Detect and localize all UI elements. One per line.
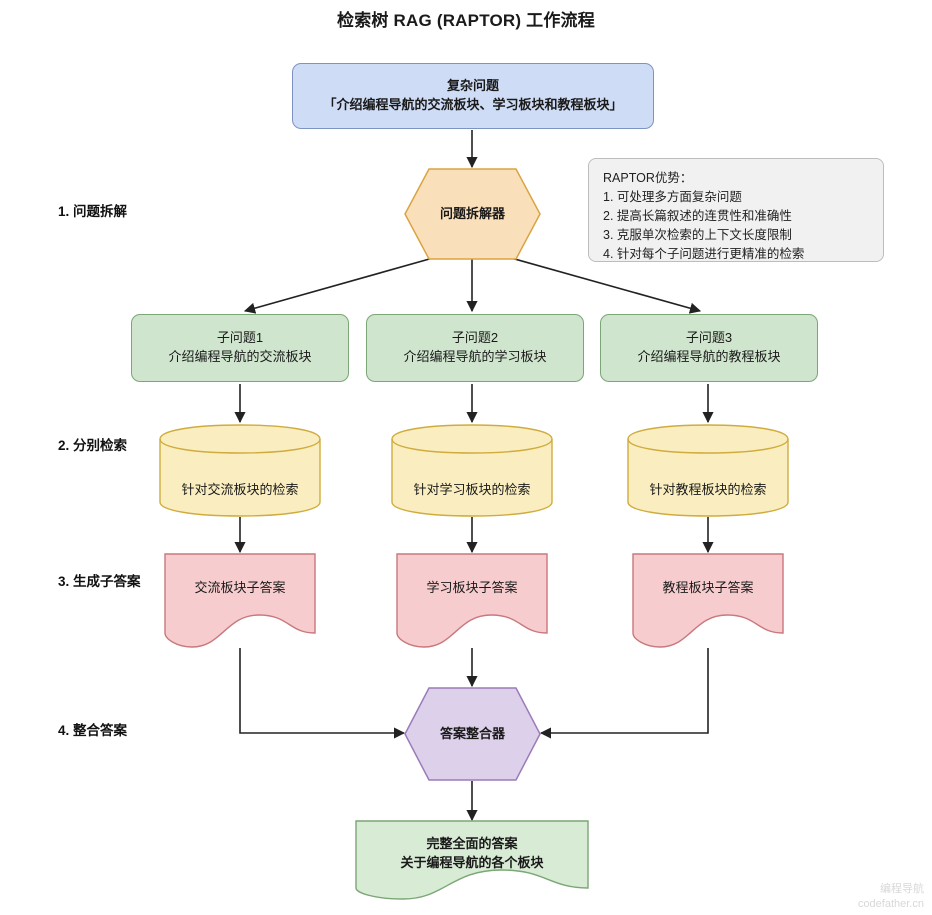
watermark: 编程导航 codefather.cn [858, 882, 924, 911]
node-merger[interactable]: 答案整合器 [404, 687, 541, 781]
watermark-line2: codefather.cn [857, 897, 924, 910]
retrieval-3-label: 针对教程板块的检索 [649, 482, 767, 498]
retrieval-2-label: 针对学习板块的检索 [413, 482, 531, 498]
edge-answer3-to-merger [539, 648, 709, 739]
node-decomposer[interactable]: 问题拆解器 [404, 168, 541, 260]
node-root-question[interactable]: 复杂问题 「介绍编程导航的交流板块、学习板块和教程板块」 [292, 63, 654, 129]
sub-answer-2-label: 学习板块子答案 [426, 580, 518, 595]
stage-label-2: 2. 分别检索 [58, 438, 128, 453]
final-answer-line2: 关于编程导航的各个板块 [400, 854, 544, 870]
node-retrieval-2[interactable]: 针对学习板块的检索 [390, 423, 554, 518]
node-sub-question-2[interactable]: 子问题2 介绍编程导航的学习板块 [366, 314, 584, 382]
sub-question-2-line1: 子问题2 [451, 330, 499, 346]
sub-answer-1-label: 交流板块子答案 [194, 580, 286, 595]
root-question-line2: 「介绍编程导航的交流板块、学习板块和教程板块」 [323, 97, 623, 112]
sub-question-2-line2: 介绍编程导航的学习板块 [403, 349, 547, 364]
sub-question-1-line2: 介绍编程导航的交流板块 [168, 349, 312, 364]
node-sub-answer-2[interactable]: 学习板块子答案 [396, 553, 548, 649]
sub-question-1-line1: 子问题1 [216, 330, 264, 346]
sub-question-3-line1: 子问题3 [685, 330, 733, 346]
note-raptor-advantages: RAPTOR优势： 1. 可处理多方面复杂问题 2. 提高长篇叙述的连贯性和准确… [588, 158, 884, 262]
sub-question-3-line2: 介绍编程导航的教程板块 [637, 349, 781, 364]
edge-decomposer-to-subq3 [503, 255, 702, 314]
node-sub-question-3[interactable]: 子问题3 介绍编程导航的教程板块 [600, 314, 818, 382]
node-final-answer[interactable]: 完整全面的答案 关于编程导航的各个板块 [355, 820, 589, 902]
node-sub-answer-1[interactable]: 交流板块子答案 [164, 553, 316, 649]
final-answer-line1: 完整全面的答案 [426, 836, 518, 851]
sub-answer-3-label: 教程板块子答案 [662, 580, 754, 595]
watermark-line1: 编程导航 [880, 883, 924, 896]
node-retrieval-3[interactable]: 针对教程板块的检索 [626, 423, 790, 518]
retrieval-1-label: 针对交流板块的检索 [181, 482, 299, 498]
root-question-line1: 复杂问题 [446, 78, 499, 94]
edge-answer1-to-merger [239, 648, 406, 739]
node-sub-answer-3[interactable]: 教程板块子答案 [632, 553, 784, 649]
edge-decomposer-to-subq1 [243, 255, 441, 314]
stage-label-1: 1. 问题拆解 [58, 204, 128, 219]
stage-label-3: 3. 生成子答案 [58, 574, 141, 589]
node-sub-question-1[interactable]: 子问题1 介绍编程导航的交流板块 [131, 314, 349, 382]
merger-label: 答案整合器 [439, 725, 505, 741]
page-title: 检索树 RAG (RAPTOR) 工作流程 [337, 11, 595, 30]
decomposer-label: 问题拆解器 [439, 205, 505, 221]
stage-label-4: 4. 整合答案 [58, 723, 128, 738]
node-retrieval-1[interactable]: 针对交流板块的检索 [158, 423, 322, 518]
